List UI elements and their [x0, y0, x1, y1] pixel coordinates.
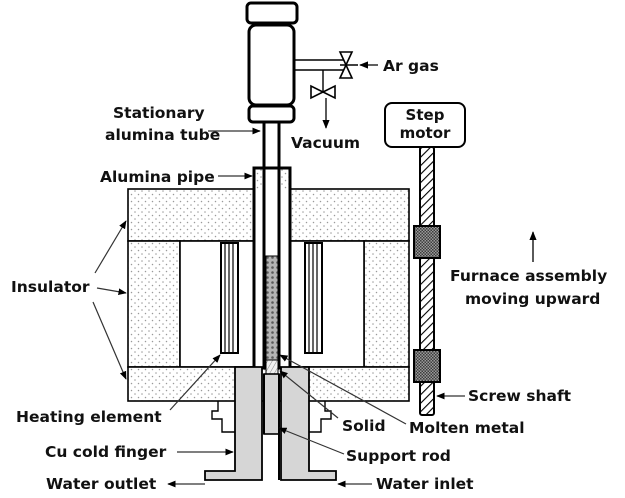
furnace-label-1: Furnace assembly: [450, 267, 607, 285]
water-outlet-label: Water outlet: [46, 475, 157, 493]
molten-metal: [265, 255, 279, 361]
stationary-tube-label-1: Stationary: [113, 104, 205, 122]
support-rod: [263, 373, 280, 435]
heating-element-left: [220, 242, 239, 354]
insulator-left-wall: [127, 240, 181, 368]
step-motor-label-1: Step: [406, 106, 445, 124]
water-inlet-label: Water inlet: [376, 475, 474, 493]
solid-label: Solid: [342, 417, 386, 435]
insulator-label: Insulator: [11, 278, 90, 296]
support-rod-label: Support rod: [346, 447, 451, 465]
insulator-right-wall: [363, 240, 410, 368]
vacuum-label: Vacuum: [291, 134, 360, 152]
screw-shaft: [419, 146, 435, 416]
header-body: [247, 23, 296, 107]
heating-element-right: [304, 242, 323, 354]
vacuum-valve-icon: [310, 80, 336, 100]
screw-shaft-label: Screw shaft: [468, 387, 572, 405]
insulator-leader-bot: [92, 301, 127, 380]
screw-nut-upper: [413, 225, 441, 259]
cu-cold-finger-label: Cu cold finger: [45, 443, 167, 461]
step-motor-label-2: motor: [400, 124, 451, 142]
screw-nut-lower: [413, 349, 441, 383]
cu-cold-finger: [204, 366, 337, 481]
gas-header-assembly: [245, 1, 378, 129]
insulator-leader-top: [94, 220, 127, 274]
alumina-pipe-label: Alumina pipe: [100, 168, 215, 186]
vacuum-line: [294, 69, 345, 80]
molten-metal-leader: [279, 354, 407, 425]
heating-element-label: Heating element: [16, 408, 162, 426]
ar-gas-valve-icon: [338, 51, 358, 79]
solid-leader: [279, 370, 339, 419]
heating-element-leader: [169, 354, 221, 411]
stationary-tube-label-2: alumina tube: [105, 126, 220, 144]
ar-gas-label: Ar gas: [383, 57, 439, 75]
support-rod-leader: [278, 427, 345, 455]
header-bottom-flange: [247, 104, 296, 124]
insulator-leader-mid: [96, 287, 127, 296]
furnace-label-2: moving upward: [465, 290, 600, 308]
top-cap: [245, 1, 299, 25]
molten-metal-label: Molten metal: [409, 419, 525, 437]
solid-metal: [265, 359, 279, 375]
